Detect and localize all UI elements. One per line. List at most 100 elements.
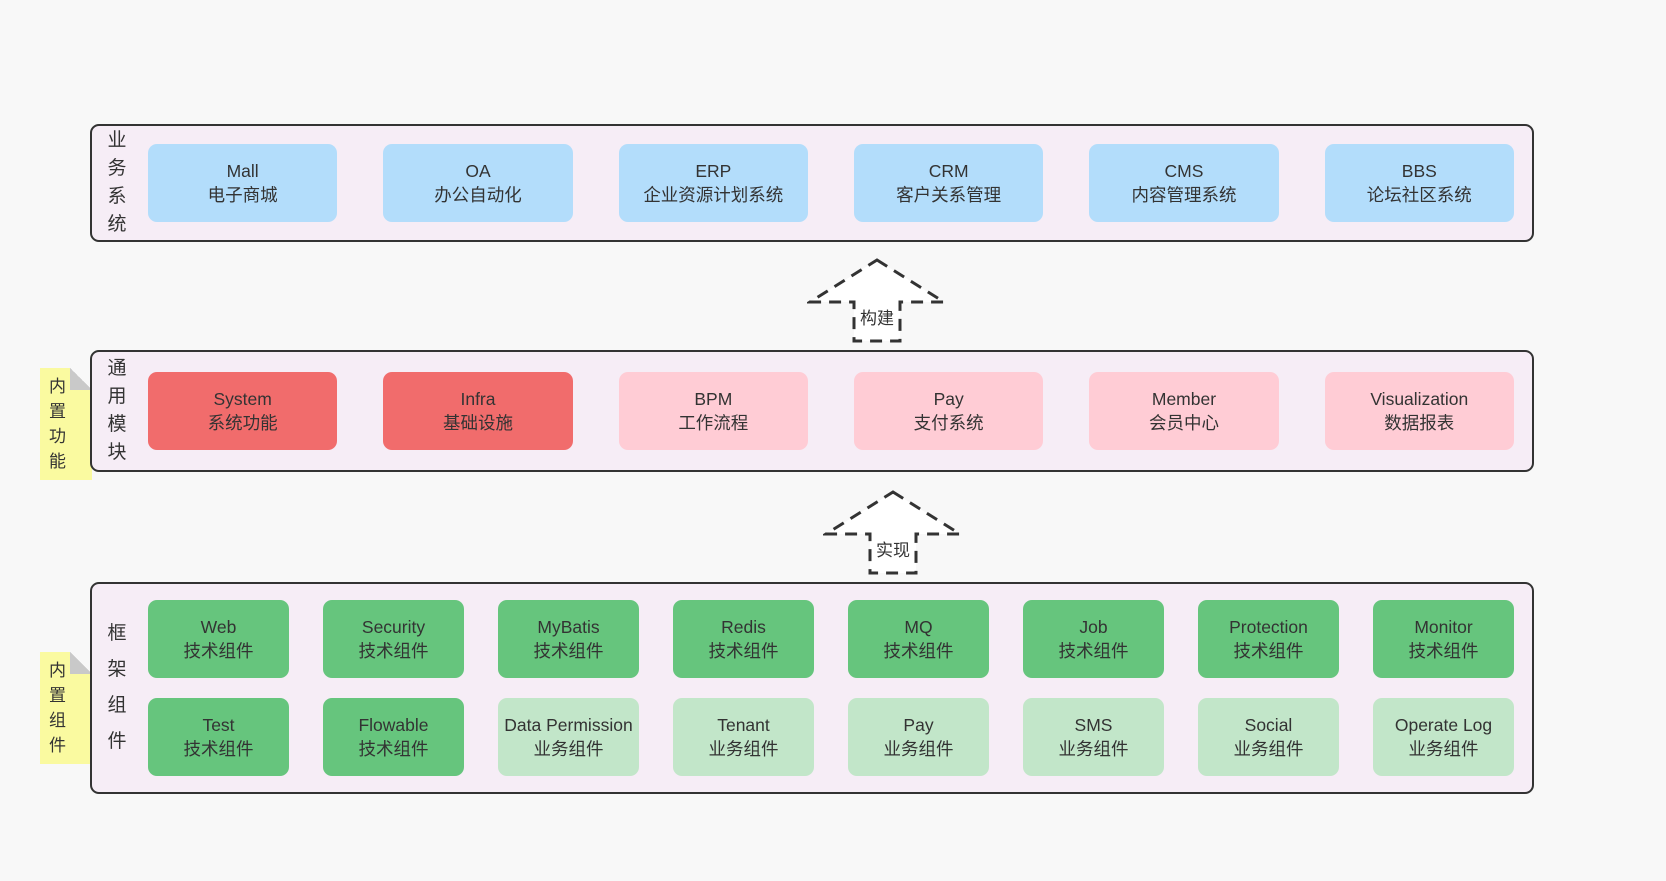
box-name: Mall	[226, 161, 259, 181]
box-mq: MQ 技术组件	[848, 600, 989, 678]
folded-corner-icon	[70, 652, 92, 674]
box-desc: 技术组件	[183, 739, 254, 759]
box-visualization: Visualization 数据报表	[1324, 372, 1514, 450]
box-name: Infra	[460, 389, 496, 409]
box-name: Web	[200, 617, 237, 637]
box-name: MQ	[904, 617, 933, 637]
box-job: Job 技术组件	[1023, 600, 1164, 678]
box-erp: ERP 企业资源计划系统	[618, 144, 808, 222]
up-arrow-icon	[807, 258, 947, 343]
box-desc: 技术组件	[533, 641, 604, 661]
box-desc: 电子商城	[207, 185, 278, 205]
box-data-permission: Data Permission 业务组件	[498, 698, 639, 776]
box-pay-component: Pay 业务组件	[848, 698, 989, 776]
box-redis: Redis 技术组件	[673, 600, 814, 678]
framework-row-2: Test 技术组件 Flowable 技术组件 Data Permission …	[148, 698, 1514, 776]
box-desc: 业务组件	[1058, 739, 1129, 759]
box-test: Test 技术组件	[148, 698, 289, 776]
box-desc: 业务组件	[708, 739, 779, 759]
box-monitor: Monitor 技术组件	[1373, 600, 1514, 678]
box-name: BBS	[1401, 161, 1437, 181]
box-name: CRM	[928, 161, 969, 181]
box-name: Monitor	[1414, 617, 1473, 637]
box-desc: 企业资源计划系统	[643, 185, 784, 205]
box-name: Data Permission	[504, 715, 633, 735]
box-desc: 业务组件	[1408, 739, 1479, 759]
layer-panel-framework-components: 框架组件 Web 技术组件 Security 技术组件 MyBatis 技术组件…	[90, 582, 1534, 794]
box-name: Social	[1244, 715, 1293, 735]
box-name: BPM	[694, 389, 733, 409]
box-mybatis: MyBatis 技术组件	[498, 600, 639, 678]
box-desc: 基础设施	[442, 413, 513, 433]
box-name: CMS	[1164, 161, 1204, 181]
box-flowable: Flowable 技术组件	[323, 698, 464, 776]
box-infra: Infra 基础设施	[383, 372, 573, 450]
box-name: Job	[1079, 617, 1108, 637]
box-social: Social 业务组件	[1198, 698, 1339, 776]
box-desc: 数据报表	[1384, 413, 1455, 433]
sticky-note-text: 内置组件	[49, 661, 66, 755]
box-name: System	[213, 389, 272, 409]
sticky-note-built-in-components: 内置组件	[40, 652, 92, 764]
box-desc: 技术组件	[708, 641, 779, 661]
build-arrow-label: 构建	[858, 304, 896, 329]
box-desc: 支付系统	[913, 413, 984, 433]
box-operate-log: Operate Log 业务组件	[1373, 698, 1514, 776]
box-tenant: Tenant 业务组件	[673, 698, 814, 776]
box-desc: 业务组件	[883, 739, 954, 759]
box-desc: 业务组件	[1233, 739, 1304, 759]
box-desc: 会员中心	[1148, 413, 1219, 433]
box-oa: OA 办公自动化	[383, 144, 573, 222]
layer-panel-common-modules: 通用模块 System 系统功能 Infra 基础设施 BPM 工作流程 Pay…	[90, 350, 1534, 472]
box-name: Tenant	[717, 715, 770, 735]
box-desc: 业务组件	[533, 739, 604, 759]
box-name: Pay	[933, 389, 964, 409]
box-name: Operate Log	[1394, 715, 1493, 735]
framework-row-1: Web 技术组件 Security 技术组件 MyBatis 技术组件 Redi…	[148, 600, 1514, 678]
box-desc: 技术组件	[1058, 641, 1129, 661]
box-web: Web 技术组件	[148, 600, 289, 678]
box-desc: 技术组件	[1233, 641, 1304, 661]
box-crm: CRM 客户关系管理	[853, 144, 1044, 222]
layer-label-text: 业务系统	[107, 130, 127, 235]
build-arrow: 构建	[807, 257, 947, 345]
sticky-note-built-in-functions: 内置功能	[40, 368, 92, 480]
sticky-note-text: 内置功能	[49, 377, 66, 471]
box-desc: 系统功能	[207, 413, 278, 433]
layer-label-common-modules: 通用模块	[92, 352, 142, 470]
box-desc: 办公自动化	[434, 185, 522, 205]
implement-arrow: 实现	[823, 489, 963, 577]
box-name: Protection	[1229, 617, 1308, 637]
box-pay-system: Pay 支付系统	[853, 372, 1044, 450]
box-name: Security	[361, 617, 426, 637]
box-mall: Mall 电子商城	[148, 144, 338, 222]
up-arrow-icon	[823, 490, 963, 575]
box-name: Pay	[903, 715, 934, 735]
box-desc: 论坛社区系统	[1366, 185, 1472, 205]
common-modules-content: System 系统功能 Infra 基础设施 BPM 工作流程 Pay 支付系统…	[142, 352, 1532, 470]
box-name: Test	[202, 715, 235, 735]
box-desc: 技术组件	[183, 641, 254, 661]
layer-label-business-systems: 业务系统	[92, 126, 142, 240]
box-name: MyBatis	[537, 617, 600, 637]
framework-components-content: Web 技术组件 Security 技术组件 MyBatis 技术组件 Redi…	[142, 584, 1532, 792]
business-systems-content: Mall 电子商城 OA 办公自动化 ERP 企业资源计划系统 CRM 客户关系…	[142, 126, 1532, 240]
box-security: Security 技术组件	[323, 600, 464, 678]
layer-label-text: 框架组件	[107, 623, 127, 752]
box-name: Member	[1151, 389, 1217, 409]
box-desc: 技术组件	[1408, 641, 1479, 661]
box-sms: SMS 业务组件	[1023, 698, 1164, 776]
box-name: ERP	[695, 161, 732, 181]
layer-label-text: 通用模块	[107, 358, 127, 463]
box-name: Flowable	[358, 715, 429, 735]
box-desc: 客户关系管理	[896, 185, 1002, 205]
box-desc: 工作流程	[678, 413, 749, 433]
box-name: Visualization	[1370, 389, 1469, 409]
box-bpm: BPM 工作流程	[618, 372, 808, 450]
box-name: Redis	[721, 617, 766, 637]
box-desc: 技术组件	[883, 641, 954, 661]
box-protection: Protection 技术组件	[1198, 600, 1339, 678]
layer-label-framework-components: 框架组件	[92, 584, 142, 792]
box-desc: 技术组件	[358, 641, 429, 661]
box-member: Member 会员中心	[1089, 372, 1279, 450]
